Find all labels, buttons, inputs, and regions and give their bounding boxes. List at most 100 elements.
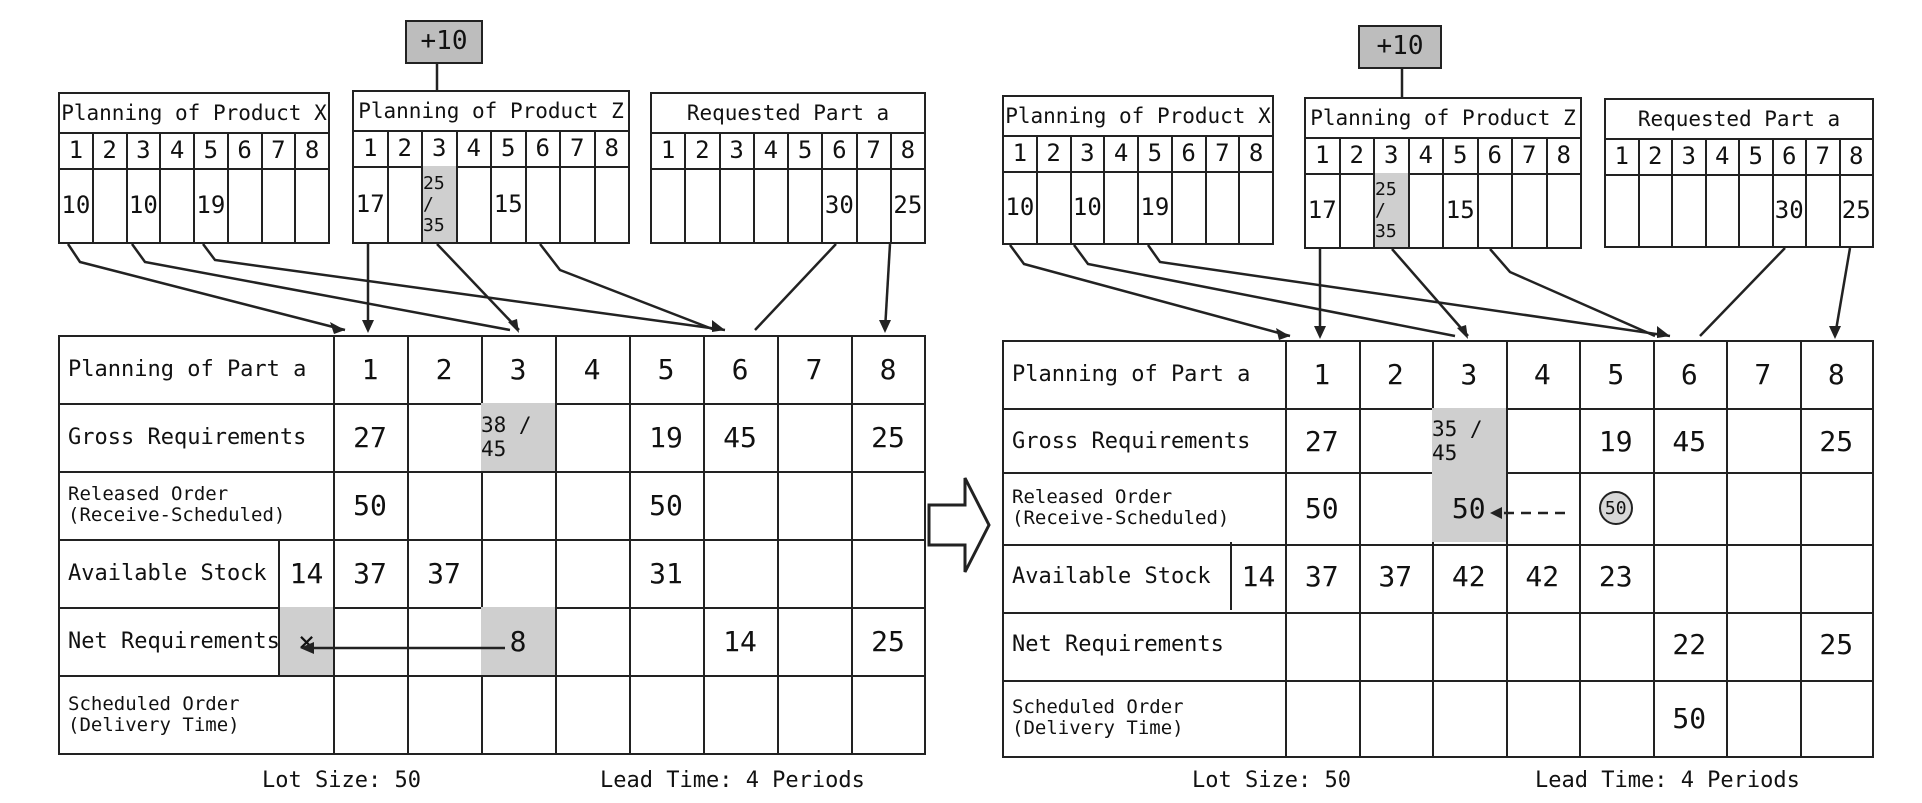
- scheduled-order-cell: [555, 675, 629, 755]
- period-cell: 7: [1511, 137, 1546, 173]
- net-requirements-cell: [1506, 610, 1580, 678]
- scheduled-order-cell: [1285, 678, 1359, 758]
- period-cell: 8: [889, 132, 924, 168]
- value-cell: [260, 168, 295, 242]
- value-cell: 15: [1442, 173, 1477, 247]
- scheduled-order-label: Scheduled Order(Delivery Time): [58, 675, 333, 755]
- product-x-values: 10 10 19: [60, 168, 328, 242]
- gross-requirements-cell: 27: [353, 420, 387, 454]
- product-x-title: Planning of Product X: [60, 94, 328, 134]
- gross-requirements-cell: 19: [649, 420, 683, 454]
- period-header: 8: [1827, 357, 1845, 391]
- value-cell: [718, 168, 753, 242]
- product-x-box: Planning of Product X 1 2 3 4 5 6 7 8 10…: [58, 92, 330, 244]
- product-z-box: Planning of Product Z 1 2 3 4 5 6 7 8 17…: [352, 90, 630, 244]
- net-requirements-initial: ×: [278, 607, 333, 675]
- gross-requirements-cell: [555, 403, 629, 471]
- product-z-box: Planning of Product Z 1 2 3 4 5 6 7 8 17…: [1304, 97, 1582, 249]
- released-order-label-line2: (Receive-Scheduled): [1012, 507, 1230, 529]
- period-cell: 7: [855, 132, 890, 168]
- grid-line: [1726, 340, 1728, 758]
- period-cell: 6: [1771, 138, 1806, 174]
- value-cell: [1103, 171, 1137, 243]
- period-cell: 1: [68, 136, 84, 164]
- product-x-periods: 1 2 3 4 5 6 7 8: [1004, 135, 1272, 173]
- period-cell: 2: [1035, 135, 1070, 171]
- gross-requirements-cell: 45: [723, 420, 757, 454]
- available-stock-cell: [1726, 542, 1800, 610]
- period-header: 3: [1460, 357, 1478, 391]
- requested-part-a-title: Requested Part a: [652, 94, 924, 134]
- table-header-label: Planning of Part a: [68, 356, 307, 382]
- scheduled-order-cell: [1506, 678, 1580, 758]
- value-cell: 10: [61, 191, 91, 219]
- net-requirements-cell: [333, 607, 407, 675]
- released-order-label: Released Order(Receive-Scheduled): [1002, 474, 1285, 542]
- available-stock-cell: 42: [1451, 559, 1486, 593]
- period-cell: 8: [593, 130, 629, 166]
- scheduled-order-cell: [1432, 678, 1506, 758]
- grid-line: [1002, 544, 1873, 546]
- period-cell: 4: [159, 132, 193, 168]
- lot-size-label: Lot Size: 50: [262, 768, 421, 793]
- scheduled-order-cell: [481, 675, 555, 755]
- value-cell: 15: [490, 166, 525, 242]
- period-cell: 6: [524, 130, 560, 166]
- available-stock-cell: [555, 539, 629, 607]
- value-cell: [752, 168, 787, 242]
- released-order-cell: [1726, 474, 1800, 542]
- available-stock-cell: 31: [649, 556, 683, 590]
- grid-line: [555, 335, 557, 755]
- period-header: 6: [1680, 357, 1698, 391]
- requested-part-a-periods: 1 2 3 4 5 6 7 8: [1606, 138, 1872, 176]
- period-cell: 4: [1407, 137, 1443, 173]
- released-order-cell: [777, 471, 851, 539]
- released-order-cell: [703, 471, 777, 539]
- period-header: 1: [1313, 357, 1331, 391]
- product-x-values: 10 10 19: [1004, 171, 1272, 243]
- available-stock-cell: [481, 539, 555, 607]
- value-cell: [226, 168, 261, 242]
- period-cell: 6: [821, 132, 855, 168]
- grid-line: [1505, 340, 1508, 758]
- released-order-cell: [1359, 474, 1433, 542]
- product-z-title: Planning of Product Z: [1306, 99, 1580, 139]
- available-stock-cell: 37: [1304, 559, 1339, 593]
- period-cell: 1: [363, 134, 378, 162]
- period-header: 1: [361, 352, 379, 386]
- value-cell: [159, 168, 193, 242]
- requested-part-a-box: Requested Part a 1 2 3 4 5 6 7 8 30 25: [650, 92, 926, 244]
- gross-requirements-cell: 25: [1819, 424, 1854, 458]
- value-cell: [593, 166, 629, 242]
- gross-requirements-cell: 38 / 45: [481, 403, 555, 471]
- value-cell: [1407, 173, 1443, 247]
- product-z-values: 17 25 / 35 15: [1306, 173, 1580, 247]
- product-z-periods: 1 2 3 4 5 6 7 8: [1306, 137, 1580, 175]
- value-cell: 19: [193, 168, 227, 242]
- grid-line: [481, 335, 483, 755]
- value-cell: 30: [1771, 174, 1806, 246]
- available-stock-cell: [703, 539, 777, 607]
- scheduled-order-cell: [851, 675, 925, 755]
- period-cell: 4: [1103, 135, 1137, 171]
- value-cell: [559, 166, 594, 242]
- gross-requirements-cell: [1359, 408, 1433, 474]
- value-cell: [524, 166, 560, 242]
- value-cell-changed: 25 / 35: [421, 166, 456, 242]
- period-cell: 4: [1704, 138, 1739, 174]
- released-order-cell: 50: [1432, 474, 1506, 542]
- plus-ten-badge: +10: [1358, 25, 1442, 69]
- value-cell: [1170, 171, 1205, 243]
- period-header: 7: [805, 352, 823, 386]
- grid-line: [703, 335, 705, 755]
- value-cell: [1338, 173, 1374, 247]
- value-cell: [652, 168, 684, 242]
- product-z-values: 17 25 / 35 15: [354, 166, 628, 242]
- period-cell: 3: [1671, 138, 1705, 174]
- transition-arrow-icon: [927, 477, 991, 573]
- value-cell: [1204, 171, 1239, 243]
- available-stock-cell: 37: [353, 556, 387, 590]
- scheduled-order-cell: [777, 675, 851, 755]
- available-stock-cell: [851, 539, 925, 607]
- period-header: 3: [509, 352, 527, 386]
